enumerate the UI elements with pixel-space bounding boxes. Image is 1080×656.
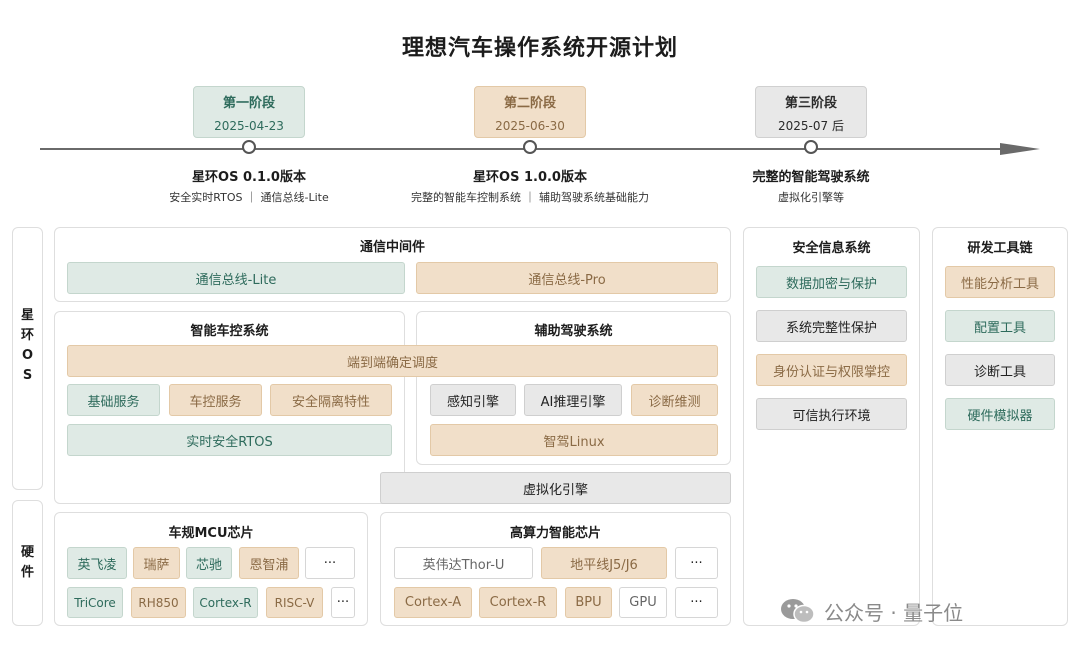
security-item: 可信执行环境 [756, 398, 907, 430]
soc-vendor-more: ··· [675, 547, 718, 579]
hw-side-label-text: 硬件 [20, 545, 34, 580]
toolchain-title: 研发工具链 [967, 241, 1033, 256]
comm-bus-lite: 通信总线-Lite [67, 262, 405, 294]
stage-3-milestone: 完整的智能驾驶系统 [752, 170, 870, 185]
mcu-arch: RH850 [131, 587, 186, 618]
wechat-icon [781, 599, 815, 624]
mcu-vendor: 瑞萨 [133, 547, 180, 579]
stage-1-date: 2025-04-23 [214, 119, 284, 133]
mcu-vendor: 英飞凌 [67, 547, 127, 579]
stage-2-milestone: 星环OS 1.0.0版本 [473, 170, 587, 185]
soc-vendor: 英伟达Thor-U [394, 547, 533, 579]
mcu-arch-more: ··· [331, 587, 355, 618]
stage-3-date: 2025-07 后 [778, 119, 844, 133]
stage-3-badge: 第三阶段 2025-07 后 [755, 86, 867, 138]
security-item: 身份认证与权限掌控 [756, 354, 907, 386]
timeline-axis [40, 148, 1005, 150]
tool-item: 诊断工具 [945, 354, 1055, 386]
comm-bus-pro: 通信总线-Pro [416, 262, 718, 294]
adas-linux: 智驾Linux [430, 424, 718, 456]
stage-3-dot [804, 140, 818, 154]
perception-engine: 感知引擎 [430, 384, 516, 416]
watermark-text: 公众号 · 量子位 [824, 600, 964, 625]
os-side-label-text: 星环OS [20, 308, 34, 383]
stage-1-name: 第一阶段 [222, 96, 275, 111]
diagnostics: 诊断维测 [631, 384, 718, 416]
stage-1-badge: 第一阶段 2025-04-23 [193, 86, 305, 138]
tool-item: 配置工具 [945, 310, 1055, 342]
hw-side-panel [12, 500, 43, 626]
safety-isolation: 安全隔离特性 [270, 384, 392, 416]
watermark: 公众号 · 量子位 [780, 594, 963, 628]
basic-service: 基础服务 [67, 384, 160, 416]
soc-arch: BPU [565, 587, 612, 618]
soc-arch: Cortex-R [479, 587, 557, 618]
stage-1-desc: 安全实时RTOS ｜ 通信总线-Lite [169, 191, 329, 204]
mcu-arch: TriCore [67, 587, 123, 618]
security-title: 安全信息系统 [792, 241, 871, 256]
virtualization-engine: 虚拟化引擎 [380, 472, 731, 504]
stage-3-desc: 虚拟化引擎等 [778, 191, 844, 204]
mcu-vendor: 恩智浦 [239, 547, 299, 579]
mcu-vendor-more: ··· [305, 547, 355, 579]
soc-arch-more: ··· [675, 587, 718, 618]
stage-2-desc: 完整的智能车控制系统 ｜ 辅助驾驶系统基础能力 [411, 191, 649, 204]
stage-2-dot [523, 140, 537, 154]
mcu-arch: RISC-V [266, 587, 323, 618]
tool-item: 硬件模拟器 [945, 398, 1055, 430]
stage-2-badge: 第二阶段 2025-06-30 [474, 86, 586, 138]
mcu-vendor: 芯驰 [186, 547, 232, 579]
security-item: 系统完整性保护 [756, 310, 907, 342]
stage-3-name: 第三阶段 [784, 96, 837, 111]
ai-inference-engine: AI推理引擎 [524, 384, 622, 416]
timeline-arrow-icon [1000, 143, 1040, 155]
stage-2-date: 2025-06-30 [495, 119, 565, 133]
stage-1-milestone: 星环OS 0.1.0版本 [192, 170, 306, 185]
adas-title: 辅助驾驶系统 [534, 324, 613, 339]
mcu-title: 车规MCU芯片 [168, 526, 254, 541]
comm-middleware-title: 通信中间件 [359, 240, 425, 255]
soc-title: 高算力智能芯片 [509, 526, 601, 541]
os-side-panel [12, 227, 43, 490]
vehicle-control-service: 车控服务 [169, 384, 262, 416]
vehicle-control-title: 智能车控系统 [190, 324, 269, 339]
soc-vendor: 地平线J5/J6 [541, 547, 667, 579]
stage-2-name: 第二阶段 [503, 96, 556, 111]
e2e-scheduler: 端到端确定调度 [67, 345, 718, 377]
realtime-rtos: 实时安全RTOS [67, 424, 392, 456]
stage-1-dot [242, 140, 256, 154]
os-side-label: 星环OS [12, 306, 43, 386]
mcu-arch: Cortex-R [193, 587, 258, 618]
security-item: 数据加密与保护 [756, 266, 907, 298]
hw-side-label: 硬件 [12, 543, 43, 583]
soc-arch: GPU [619, 587, 667, 618]
soc-arch: Cortex-A [394, 587, 472, 618]
tool-item: 性能分析工具 [945, 266, 1055, 298]
page-title: 理想汽车操作系统开源计划 [401, 36, 678, 61]
